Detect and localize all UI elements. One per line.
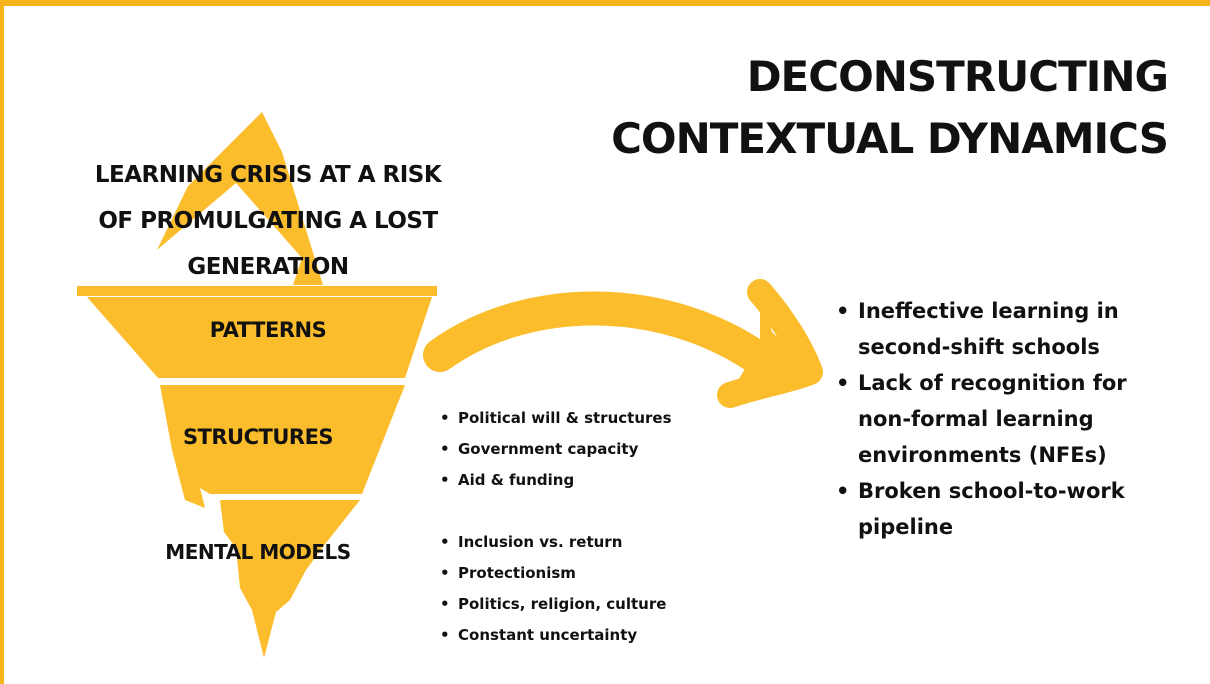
tip-label-line-2: OF PROMULGATING A LOST (98, 208, 438, 234)
structures-bullet-list: Political will & structures Government c… (440, 403, 672, 496)
list-item: Ineffective learning in (836, 293, 1127, 329)
list-item: Politics, religion, culture (440, 589, 666, 620)
list-item-continuation: environments (NFEs) (858, 443, 1107, 467)
slide-title: DECONSTRUCTING CONTEXTUAL DYNAMICS (528, 46, 1169, 170)
title-line-2: CONTEXTUAL DYNAMICS (611, 114, 1169, 163)
list-item: Aid & funding (440, 465, 672, 496)
list-item: Protectionism (440, 558, 666, 589)
layer-label-mental-models: MENTAL MODELS (165, 540, 351, 564)
arrow-shaft (423, 291, 797, 392)
arrow-head-fill (717, 279, 823, 408)
iceberg-tip-cut (112, 183, 302, 288)
list-item-continuation: pipeline (858, 515, 954, 539)
list-item: Constant uncertainty (440, 620, 666, 651)
layer-label-structures: STRUCTURES (182, 425, 334, 449)
iceberg-layer-patterns (87, 297, 432, 378)
mental-models-bullet-list: Inclusion vs. return Protectionism Polit… (440, 527, 666, 651)
list-item: Broken school-to-work (836, 473, 1127, 509)
tip-label-line-1: LEARNING CRISIS AT A RISK (94, 162, 442, 188)
tip-label-line-3: GENERATION (187, 254, 349, 280)
iceberg-layer-mental-models (220, 500, 360, 658)
layer-label-patterns: PATTERNS (209, 318, 327, 342)
iceberg-tip-label: LEARNING CRISIS AT A RISK OF PROMULGATIN… (58, 152, 478, 290)
list-item-continuation: non-formal learning (858, 407, 1094, 431)
list-item: Lack of recognition for (836, 365, 1127, 401)
iceberg-layer-structures (160, 385, 405, 508)
list-item: Political will & structures (440, 403, 671, 434)
list-item: Government capacity (440, 434, 672, 465)
waterline-bar (77, 286, 437, 296)
list-item: Inclusion vs. return (440, 527, 666, 558)
list-item-continuation: second-shift schools (858, 335, 1100, 359)
title-line-1: DECONSTRUCTING (746, 52, 1169, 101)
patterns-bullet-list: Ineffective learning in second-shift sch… (836, 293, 1127, 545)
